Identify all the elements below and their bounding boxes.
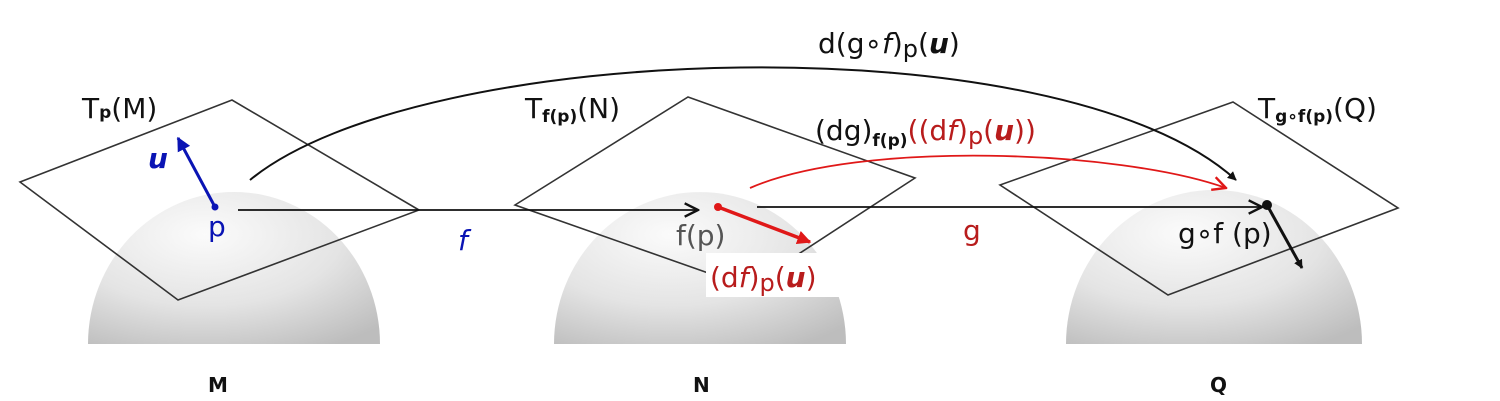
point-p-label: p	[208, 210, 226, 243]
manifold-q-hemisphere-icon	[1066, 190, 1362, 344]
point-gfp-label: g∘f (p)	[1178, 217, 1272, 250]
manifold-n-hemisphere-icon	[554, 192, 846, 344]
composition-curve-arrow-icon	[249, 66, 1237, 181]
manifold-q-label: Q	[1210, 373, 1227, 397]
vector-u-arrow-icon	[176, 136, 217, 208]
tangent-plane-n-icon	[513, 96, 917, 288]
tangent-space-m-label: Tp(M)	[81, 92, 157, 125]
point-p-dot	[211, 203, 219, 211]
map-g-label: g	[963, 214, 981, 247]
tangent-space-q-label: Tg∘f(p)(Q)	[1257, 92, 1377, 127]
vector-dfpu-label: (df)p(u)	[710, 261, 817, 297]
tangent-space-n-label: Tf(p)(N)	[524, 92, 620, 127]
composition-differential-label: d(g∘f)p(u)	[818, 27, 960, 63]
point-gfp-dot	[1262, 200, 1272, 210]
manifold-n-label: N	[693, 373, 710, 397]
manifold-m-hemisphere-icon	[88, 192, 380, 344]
vector-u-label: u	[148, 142, 168, 175]
dg-curve-arrow-icon	[749, 154, 1226, 188]
map-f-label: f	[458, 224, 472, 257]
point-fp-dot	[714, 203, 722, 211]
point-fp-label: f(p)	[676, 219, 725, 252]
vector-dfpu-arrow-icon	[717, 205, 812, 245]
vector-gfp-arrow-icon	[1265, 204, 1304, 269]
manifold-m-label: M	[208, 373, 228, 397]
dg-of-dfpu-label: (dg)f(p)((df)p(u))	[815, 114, 1036, 151]
dfpu-label-background	[706, 253, 849, 297]
